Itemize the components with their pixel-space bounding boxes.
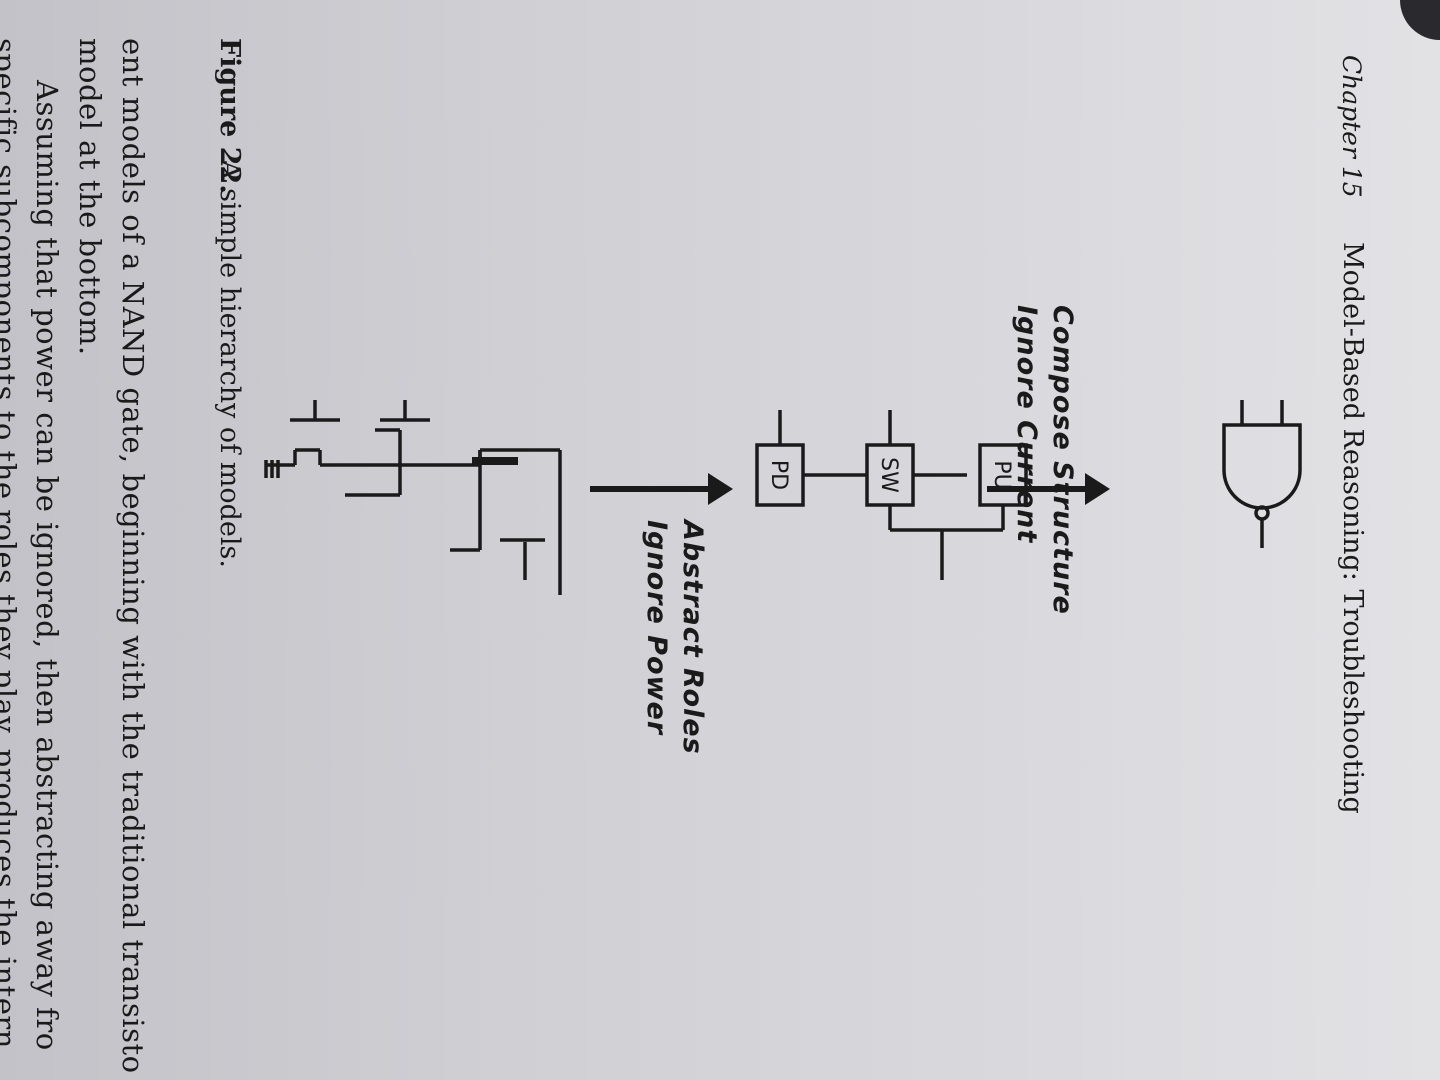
body-text-line: Assuming that power can be ignored, then… <box>30 80 64 1051</box>
compose-structure-line1: Compose Structure <box>1047 305 1078 615</box>
compose-structure-line2: Ignore Current <box>1011 305 1042 544</box>
body-text-line: model at the bottom. <box>73 38 107 356</box>
transistor-schematic <box>264 400 562 595</box>
body-text-line: ent models of a NAND gate, beginning wit… <box>116 38 150 1074</box>
abstract-roles-line2: Ignore Power <box>641 520 672 736</box>
compose-arrow-icon <box>987 473 1110 505</box>
transistor-gate-bar <box>472 457 518 465</box>
nand-gate-icon <box>1222 400 1302 548</box>
abstract-roles-line1: Abstract Roles <box>677 520 708 755</box>
compose-structure-label: Compose Structure Ignore Current <box>1008 305 1080 615</box>
sw-label: SW <box>876 457 901 493</box>
abstract-roles-label: Abstract Roles Ignore Power <box>638 520 710 755</box>
pu-label: PU <box>989 460 1014 489</box>
role-block-diagram <box>755 410 1028 580</box>
abstract-arrow-icon <box>590 473 733 505</box>
body-text-line: specific subcomponents to the roles they… <box>0 38 22 1049</box>
figure-caption-text: A simple hierarchy of models. <box>214 160 245 568</box>
pd-label: PD <box>766 460 791 490</box>
